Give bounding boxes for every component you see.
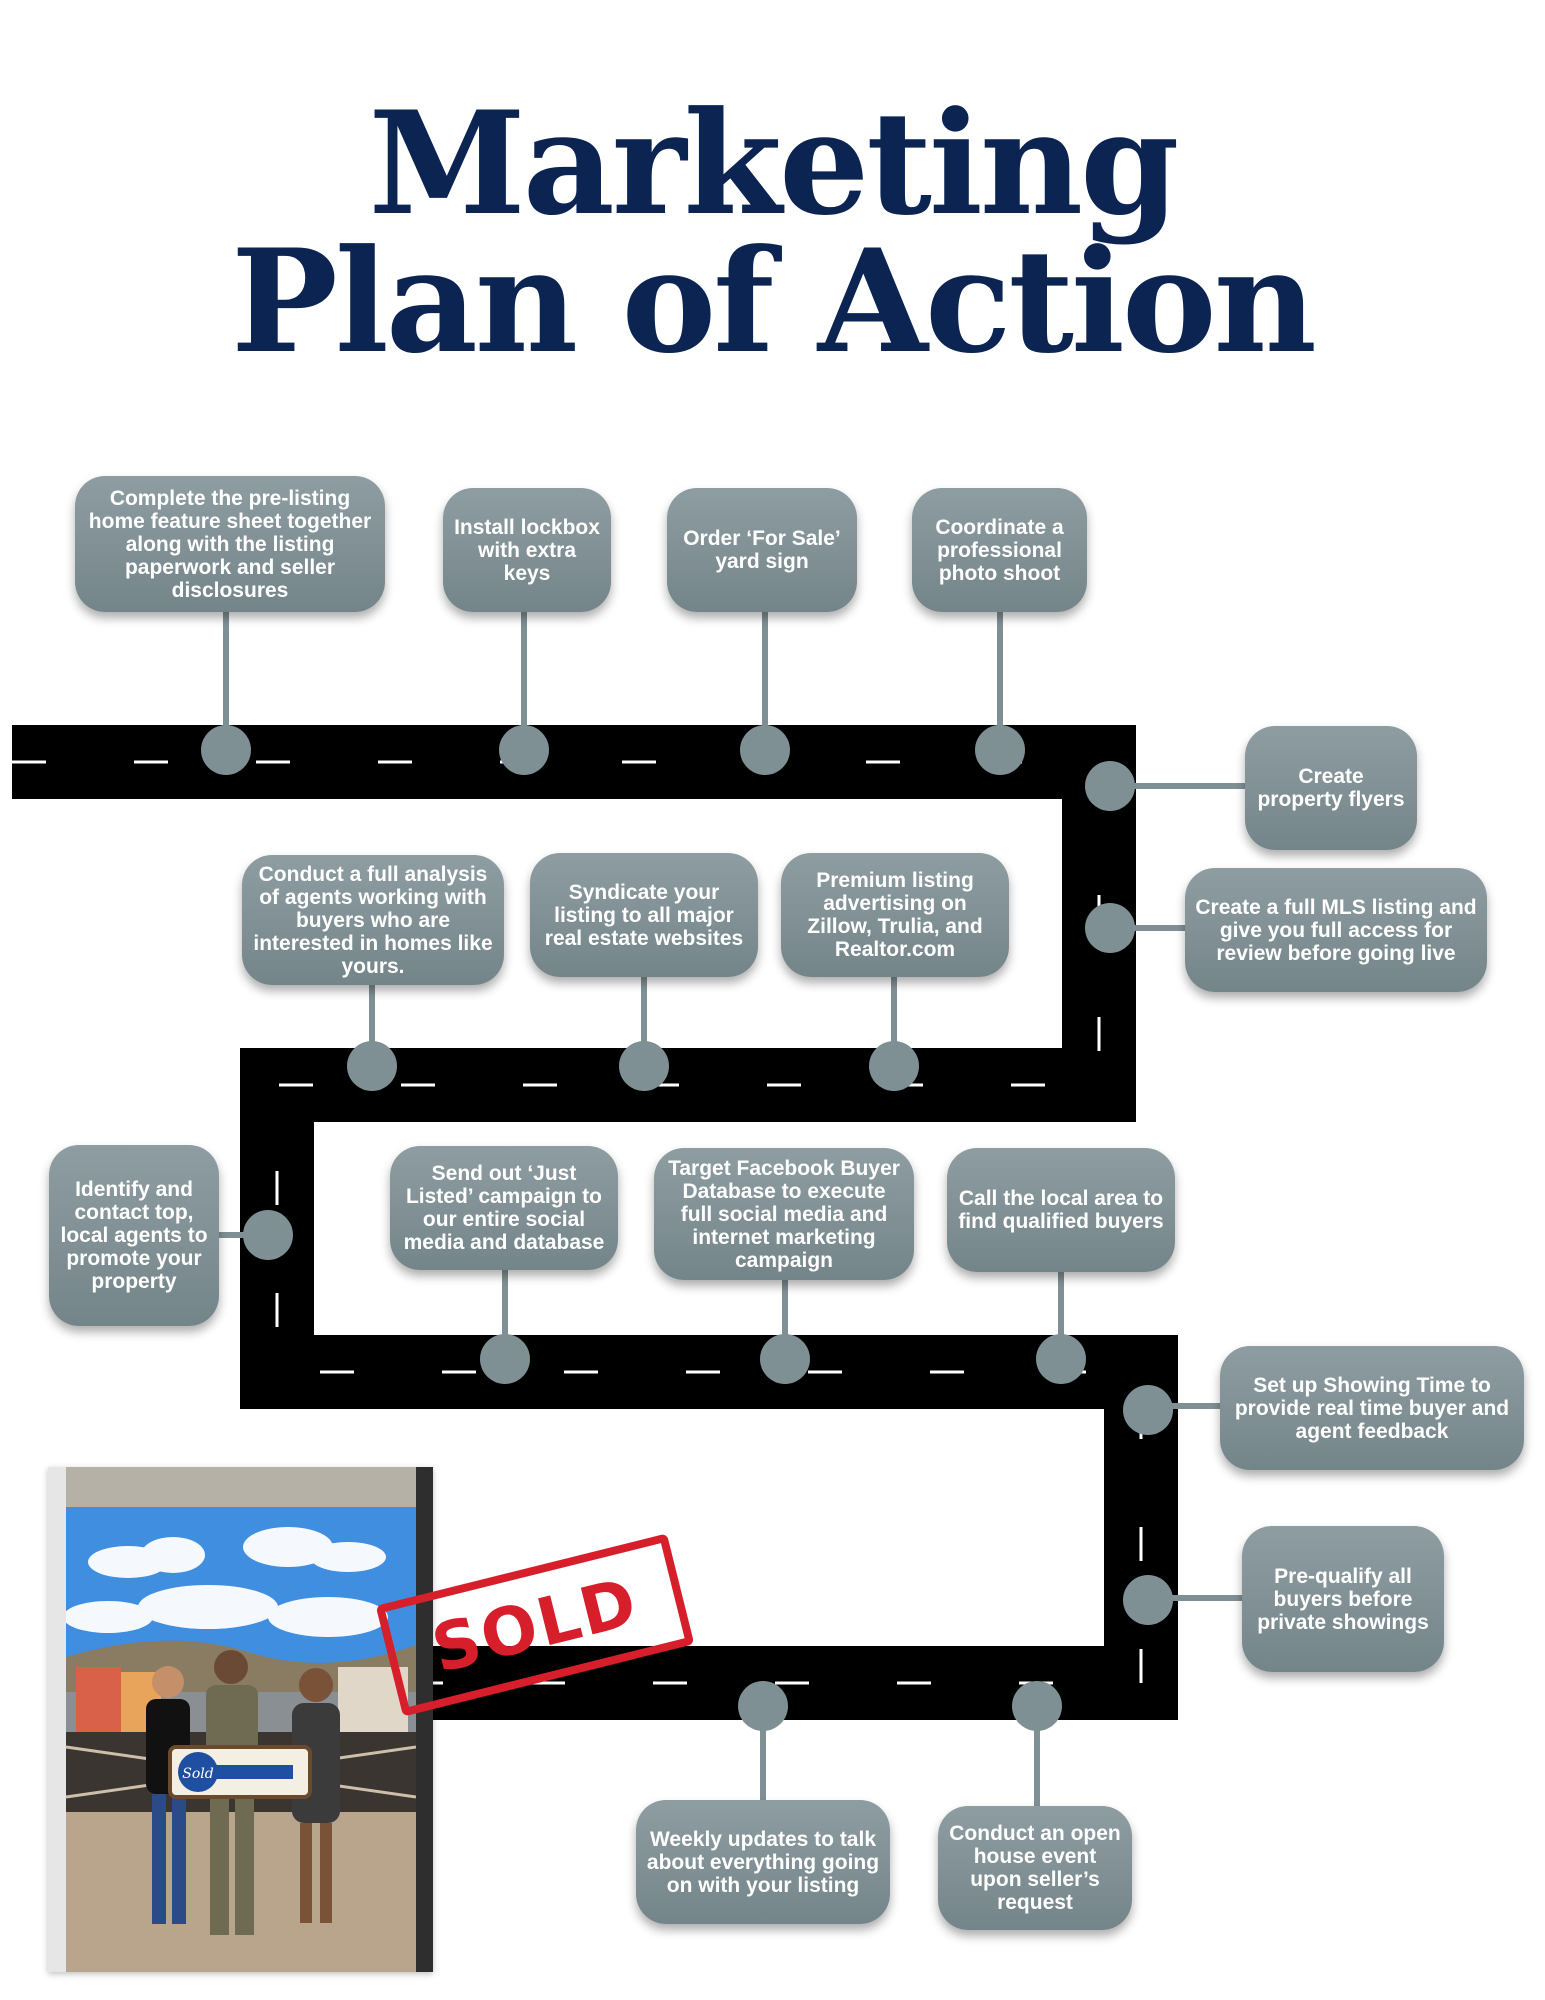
title-line-2: Plan of Action: [231, 219, 1317, 385]
sold-photo: Sold: [48, 1467, 433, 1972]
step-local-agents: Identify and contact top, local agents t…: [49, 1145, 219, 1326]
sold-key-sign: Sold: [168, 1745, 312, 1799]
sold-photo-illustration: Sold: [48, 1467, 433, 1972]
step-pre-listing: Complete the pre-listing home feature sh…: [75, 476, 385, 612]
step-analysis: Conduct a full analysis of agents workin…: [242, 855, 504, 985]
page-title: Marketing Plan of Action: [0, 81, 1545, 385]
step-yard-sign: Order ‘For Sale’ yard sign: [667, 488, 857, 612]
title-line-1: Marketing: [368, 81, 1180, 247]
step-flyers: Create property flyers: [1245, 726, 1417, 850]
step-call-buyers: Call the local area to find qualified bu…: [947, 1148, 1175, 1272]
step-showing-time: Set up Showing Time to provide real time…: [1220, 1346, 1524, 1470]
step-syndicate: Syndicate your listing to all major real…: [530, 853, 758, 977]
step-weekly-updates: Weekly updates to talk about everything …: [636, 1800, 890, 1924]
step-photo-shoot: Coordinate a professional photo shoot: [912, 488, 1087, 612]
step-dots: [201, 725, 1173, 1731]
step-mls: Create a full MLS listing and give you f…: [1185, 868, 1487, 992]
step-open-house: Conduct an open house event upon seller’…: [938, 1806, 1132, 1930]
sold-sign-text: Sold: [182, 1766, 213, 1782]
step-lockbox: Install lockbox with extra keys: [443, 488, 611, 612]
step-facebook: Target Facebook Buyer Database to execut…: [654, 1148, 914, 1280]
step-premium: Premium listing advertising on Zillow, T…: [781, 853, 1009, 977]
step-just-listed: Send out ‘Just Listed’ campaign to our e…: [390, 1146, 618, 1270]
step-pre-qualify: Pre-qualify all buyers before private sh…: [1242, 1526, 1444, 1672]
